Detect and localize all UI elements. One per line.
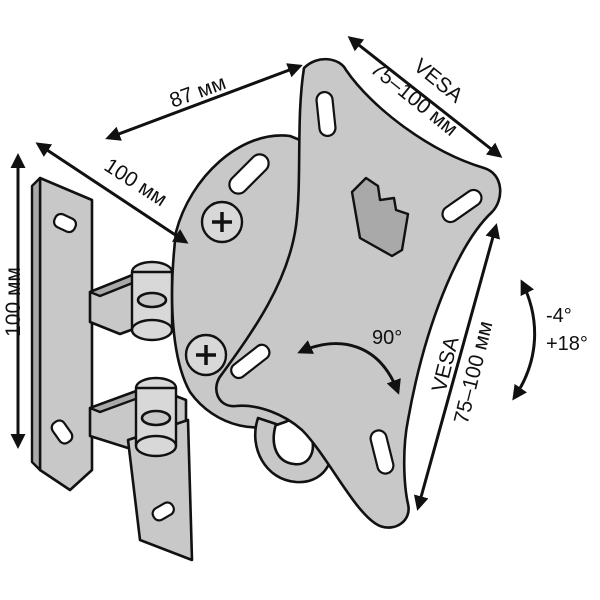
tilt-down-label: +18° [546, 333, 588, 355]
width-label: 87 мм [167, 71, 229, 112]
tilt-arrow [512, 279, 537, 401]
screw-top [200, 200, 244, 244]
housing-slot [228, 153, 270, 195]
height-label: 100 мм [2, 267, 25, 337]
swivel-label: 90° [372, 327, 402, 349]
vesa-plate [215, 57, 502, 529]
tilt-up-label: -4° [546, 305, 572, 327]
vesa-slot-left [230, 343, 271, 380]
screw-bottom [184, 333, 228, 377]
depth-label: 100 мм [100, 154, 171, 211]
hook-notch [350, 176, 410, 258]
width-arrow [105, 63, 303, 141]
wall-plate-slot-bottom [50, 419, 74, 445]
depth-arrow [35, 142, 189, 244]
vesa-slot-right [441, 188, 483, 224]
lower-hinge [134, 376, 178, 458]
vesa-slot-bottom [369, 429, 395, 475]
vesa-slot-top [315, 90, 337, 138]
vesa-right-arrow [413, 223, 501, 511]
vesa-top-arrow [347, 36, 503, 158]
upper-hinge [130, 260, 174, 342]
wall-plate [30, 176, 94, 492]
swivel-arrow [297, 340, 401, 395]
tail-plate-slot [151, 501, 175, 522]
